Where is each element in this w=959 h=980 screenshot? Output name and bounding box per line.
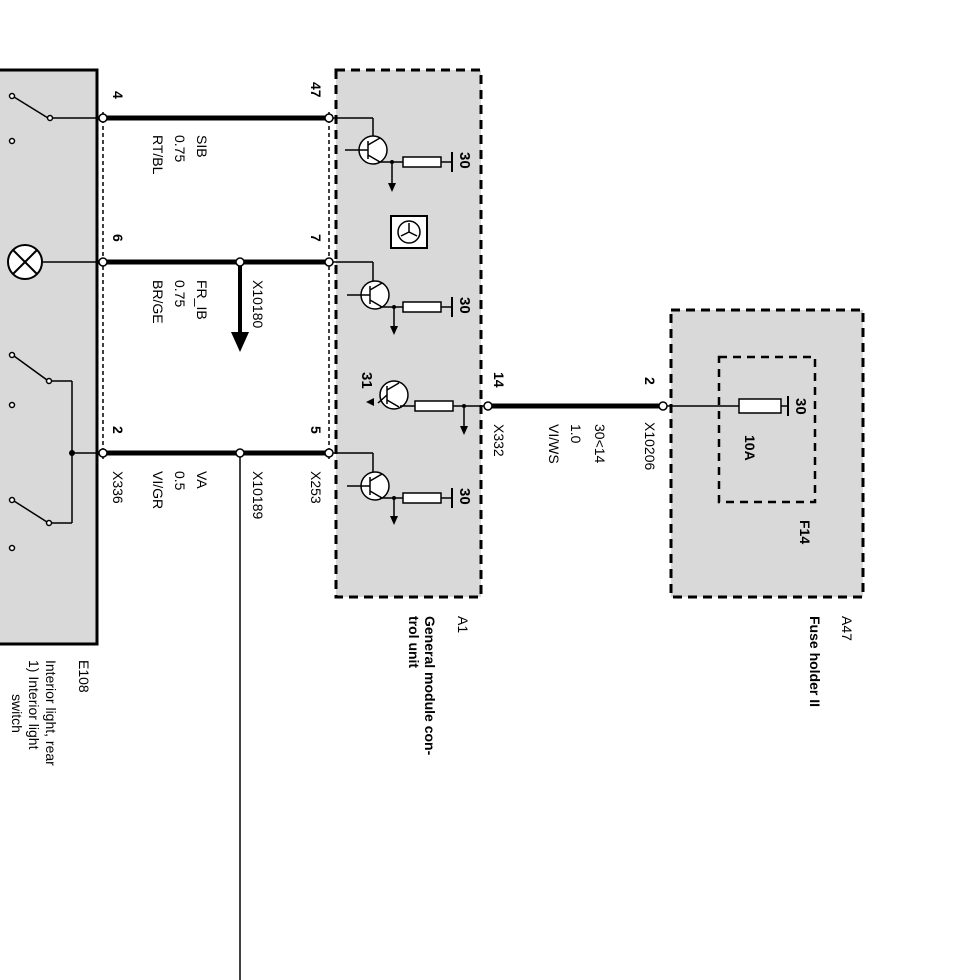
pin-a1-14: 14 xyxy=(491,372,507,388)
wire-sib-color: RT/BL xyxy=(150,135,166,175)
f14-fuse-box[interactable] xyxy=(717,355,817,504)
wire-va-color: VI/GR xyxy=(150,471,166,509)
fuse-icon xyxy=(667,396,789,416)
terminal-31: 31 xyxy=(358,372,375,389)
fuse-id: F14 xyxy=(797,520,813,544)
pin-a47-2: 2 xyxy=(642,377,658,385)
pin-a1-7: 7 xyxy=(308,234,324,242)
e108-desc-1: Interior light, rear xyxy=(43,660,59,766)
a47-component-box[interactable] xyxy=(669,308,865,599)
pin-a1-47: 47 xyxy=(308,82,324,98)
pin-e108-2: 2 xyxy=(110,426,126,434)
wire-va-signal: VA xyxy=(194,471,210,489)
e108-desc-2: 1) Interior light xyxy=(26,660,42,750)
a1-desc-1: General module con- xyxy=(422,616,438,756)
splice-x10180: X10180 xyxy=(250,280,266,328)
a1-id: A1 xyxy=(455,616,471,633)
wire-fr-ib-gauge: 0.75 xyxy=(172,280,188,307)
fuse-rating: 10A xyxy=(742,435,758,461)
a1-transistor-stage-3 xyxy=(366,380,486,435)
connector-x10206: X10206 xyxy=(642,422,658,470)
wire-sib-signal: SIB xyxy=(194,135,210,158)
wire-fr-ib-color: BR/GE xyxy=(150,280,166,324)
e108-lamp-icon xyxy=(7,244,100,280)
terminal-30-2: 30 xyxy=(456,297,473,314)
connector-x332: X332 xyxy=(491,424,507,457)
connector-x253: X253 xyxy=(308,471,324,504)
terminal-30-4: 30 xyxy=(792,398,809,415)
a1-transistor-stage-4 xyxy=(333,452,453,525)
e108-switch-1 xyxy=(8,92,100,145)
e108-desc-3: switch xyxy=(9,694,25,733)
a1-desc-2: trol unit xyxy=(406,616,422,668)
connector-x336: X336 xyxy=(110,471,126,504)
splice-arrow-icon xyxy=(231,266,249,352)
wire-va-gauge: 0.5 xyxy=(172,471,188,491)
a1-component-box[interactable] xyxy=(334,68,483,599)
wire-30-14-signal: 30<14 xyxy=(592,424,608,464)
wire-fr-ib-signal: FR_IB xyxy=(194,280,210,320)
e108-switch-3 xyxy=(8,450,100,552)
a47-id: A47 xyxy=(839,616,855,641)
splice-x10189: X10189 xyxy=(250,471,266,519)
pin-e108-4: 4 xyxy=(110,91,126,99)
terminal-30-1: 30 xyxy=(456,152,473,169)
pin-a1-5: 5 xyxy=(308,426,324,434)
wire-30-14-gauge: 1.0 xyxy=(568,424,584,444)
e108-id: E108 xyxy=(76,660,92,693)
pin-markers xyxy=(98,113,334,458)
a1-transistor-stage-2 xyxy=(333,261,453,335)
a47-desc: Fuse holder II xyxy=(807,616,823,707)
pin-e108-6: 6 xyxy=(110,234,126,242)
a1-transistor-stage-1 xyxy=(333,117,453,192)
wire-sib-gauge: 0.75 xyxy=(172,135,188,162)
wire-30-14-color: VI/WS xyxy=(546,424,562,464)
terminal-30-3: 30 xyxy=(456,488,473,505)
a1-clock-icon xyxy=(390,215,428,249)
